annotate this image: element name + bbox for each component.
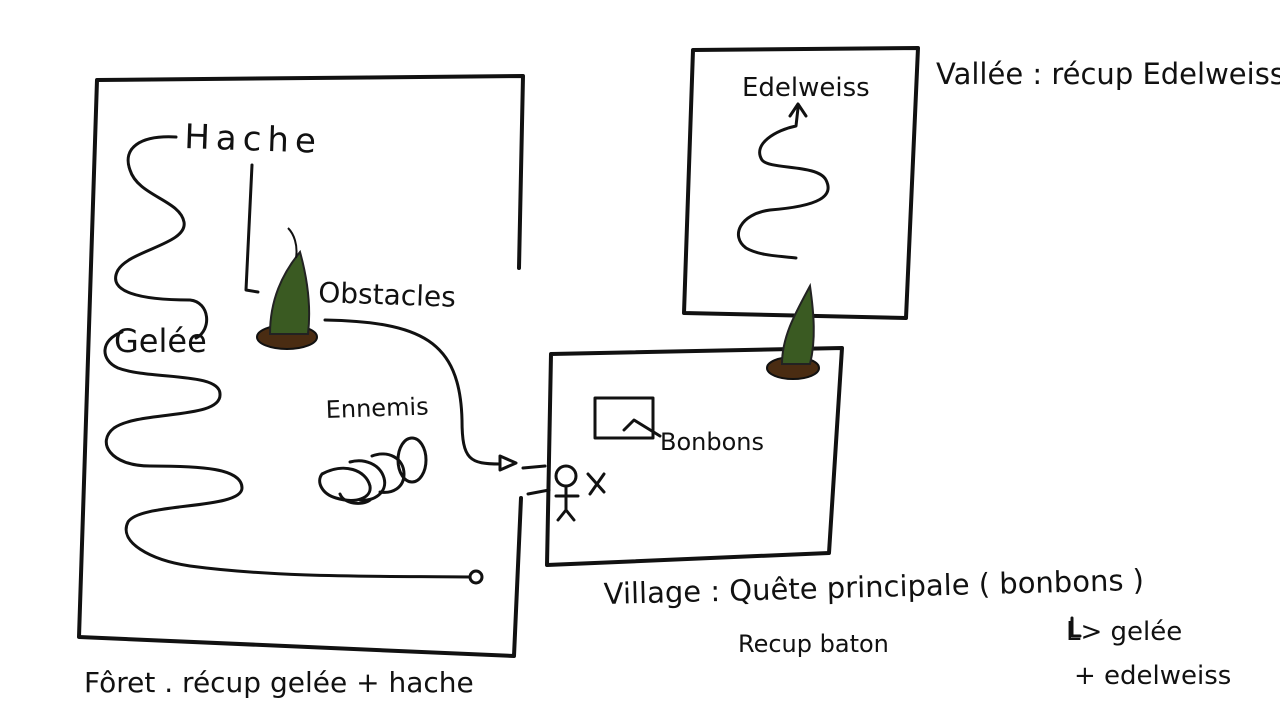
stick-note: Recup baton (738, 630, 889, 658)
corridor-line-top (521, 464, 547, 470)
forest-caption: Fôret . récup gelée + hache (84, 666, 474, 699)
candies-label: Bonbons (660, 428, 764, 456)
candy-box (593, 396, 655, 440)
forest-obstacle-vine (256, 227, 318, 350)
axe-leader-line (244, 163, 260, 294)
valley-caption: Vallée : récup Edelweiss (936, 57, 1280, 91)
exit-arrow-line (323, 318, 502, 466)
axe-label: Hache (184, 117, 323, 162)
path-end-marker (468, 569, 484, 585)
enemy-sketch (318, 436, 428, 505)
village-zone-box (545, 346, 844, 567)
player-stick-figure (554, 464, 580, 522)
exit-arrow-head (498, 454, 518, 472)
requirements-line-2: + edelweiss (1074, 661, 1231, 691)
valley-path-arrow (788, 102, 808, 118)
requirements-bracket (1070, 616, 1082, 638)
npc-x-marker (586, 472, 606, 496)
forest-zone-box (77, 74, 525, 658)
requirements-line-1: L> gelée (1066, 617, 1182, 647)
valley-winding-path (736, 106, 830, 260)
village-caption: Village : Quête principale ( bonbons ) (603, 563, 1144, 611)
corridor-line-bottom (526, 488, 551, 496)
obstacles-label: Obstacles (318, 276, 457, 314)
candy-box-pointer (622, 418, 662, 438)
valley-zone-box (682, 46, 920, 320)
jelly-label: Gelée (114, 322, 207, 360)
valley-obstacle-vine (766, 282, 820, 380)
forest-winding-path (103, 135, 472, 579)
enemies-label: Ennemis (325, 392, 429, 424)
edelweiss-label: Edelweiss (742, 73, 870, 103)
